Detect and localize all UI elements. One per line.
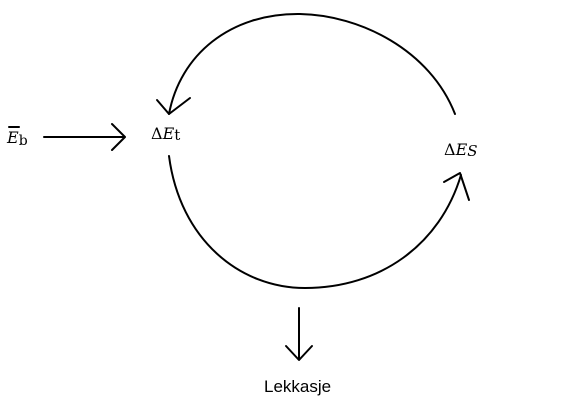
delta-e-s-delta: Δ: [444, 140, 456, 159]
delta-e-s-label: ΔES: [444, 140, 478, 160]
input-arrow: [43, 123, 126, 151]
delta-e-s-subscript: S: [467, 142, 477, 160]
lower-arc-arrow: [168, 155, 470, 289]
input-energy-subscript: b: [19, 133, 28, 149]
upper-arc-arrow: [156, 12, 456, 115]
input-energy-label: Eb: [6, 126, 28, 149]
leakage-arrow: [285, 307, 313, 361]
delta-e-t-symbol: E: [162, 124, 175, 143]
input-energy-symbol: E: [6, 128, 19, 147]
delta-e-t-delta: Δ: [151, 124, 163, 143]
svg-text:Eb: Eb: [6, 128, 28, 149]
delta-e-t-subscript: t: [174, 126, 180, 144]
delta-e-t-label: ΔEt: [151, 124, 180, 144]
delta-e-s-symbol: E: [455, 140, 468, 159]
leakage-label: Lekkasje: [264, 377, 331, 396]
